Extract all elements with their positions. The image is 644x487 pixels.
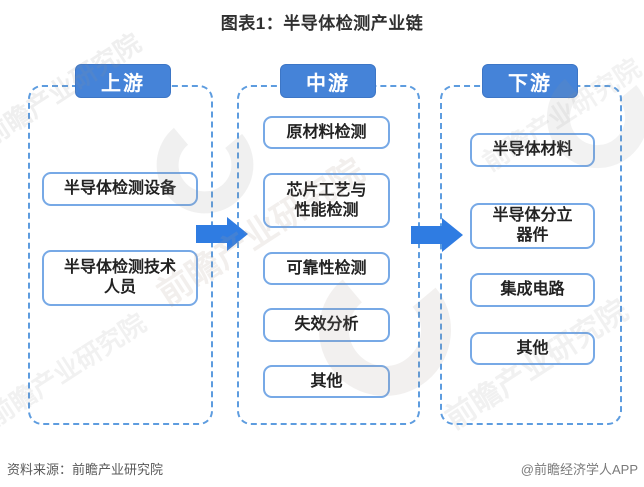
node-chip-process-performance-testing: 芯片工艺与 性能检测 — [263, 173, 390, 228]
node-integrated-circuits: 集成电路 — [470, 273, 595, 307]
upstream-header: 上游 — [75, 64, 171, 98]
node-failure-analysis: 失效分析 — [263, 308, 390, 342]
node-semiconductor-testing-personnel: 半导体检测技术 人员 — [42, 250, 198, 306]
node-raw-material-testing: 原材料检测 — [263, 116, 390, 149]
source-note: 资料来源：前瞻产业研究院 — [7, 462, 164, 477]
node-downstream-other: 其他 — [470, 332, 595, 365]
arrow-right-icon — [196, 217, 248, 251]
credit-note: @前瞻经济学人APP — [520, 462, 638, 477]
node-semiconductor-materials: 半导体材料 — [470, 133, 595, 167]
downstream-header: 下游 — [482, 64, 578, 98]
node-reliability-testing: 可靠性检测 — [263, 252, 390, 285]
node-midstream-other: 其他 — [263, 365, 390, 398]
arrow-right-icon — [411, 218, 463, 252]
midstream-header: 中游 — [280, 64, 376, 98]
node-semiconductor-testing-equipment: 半导体检测设备 — [42, 172, 198, 206]
page-title: 图表1：半导体检测产业链 — [220, 14, 424, 33]
node-semiconductor-discrete-devices: 半导体分立 器件 — [470, 203, 595, 249]
